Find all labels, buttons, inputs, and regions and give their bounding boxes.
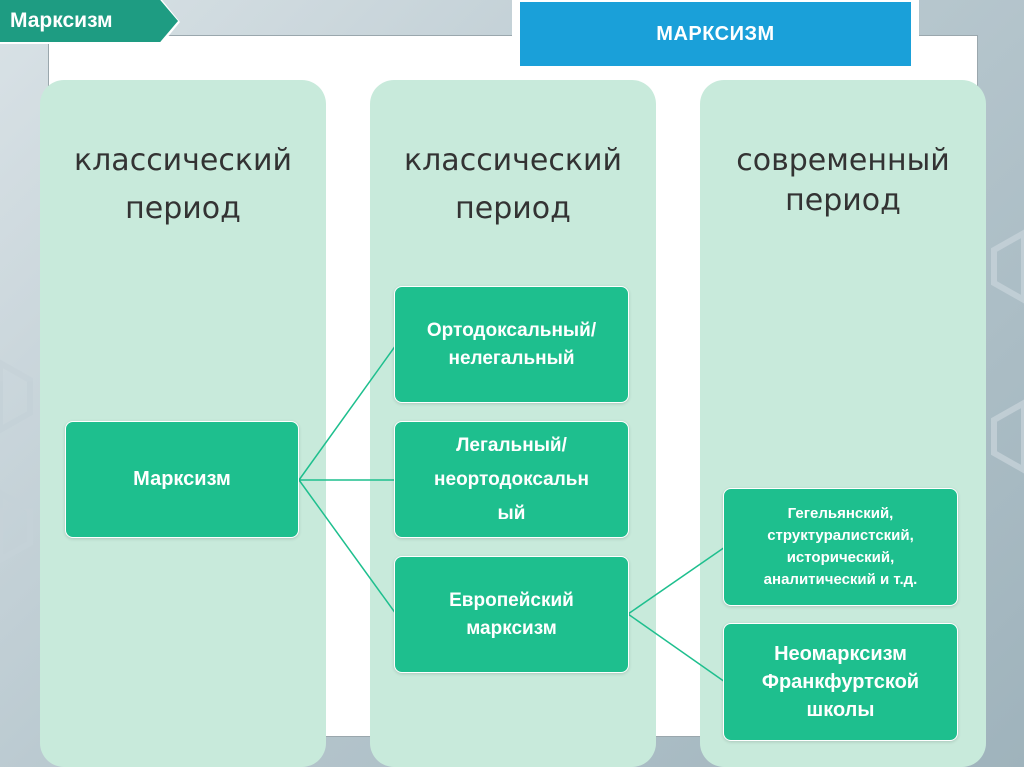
node-orthodox-line1: Ортодоксальный/ [426,319,597,341]
column-heading-line2: период [455,191,571,226]
column-heading-line2: период [125,191,241,226]
title-box: МАРКСИЗМ [512,0,919,74]
page-title: МАРКСИЗМ [656,22,775,45]
node-european: Европейский марксизм [394,556,629,673]
node-orthodox-line2: нелегальный [448,347,575,369]
node-modern-line2: структуралистский, [767,527,914,544]
node-neo-line1: Неомарксизм [774,643,907,665]
column-heading-line1: классический [404,143,622,178]
section-tag: Марксизм [0,0,178,42]
section-tag-label: Марксизм [10,9,113,32]
node-european-line2: марксизм [466,617,557,639]
node-european-line1: Европейский [449,589,574,611]
node-neo-line2: Франкфуртской [761,671,920,693]
column-heading-line2: период [785,183,901,218]
node-orthodox: Ортодоксальный/ нелегальный [394,286,629,403]
node-modern-line3: исторический, [786,549,895,566]
node-legal-line2: неортодоксальн [434,468,589,490]
node-modern-schools: Гегельянский, структуралистский, историч… [723,488,958,606]
node-marxism-label: Марксизм [133,468,231,490]
node-neomarxism: Неомарксизм Франкфуртской школы [723,623,958,741]
column-heading-line1: современный [736,143,950,178]
node-marxism: Марксизм [65,421,299,538]
column-heading-line1: классический [74,143,292,178]
title-banner: МАРКСИЗМ [520,2,911,66]
node-modern-line4: аналитический и т.д. [763,571,918,588]
node-legal-line3: ый [497,502,526,524]
node-modern-line1: Гегельянский, [787,505,894,522]
node-neo-line3: школы [806,699,875,721]
node-legal: Легальный/ неортодоксальн ый [394,421,629,538]
node-legal-line1: Легальный/ [456,434,567,456]
